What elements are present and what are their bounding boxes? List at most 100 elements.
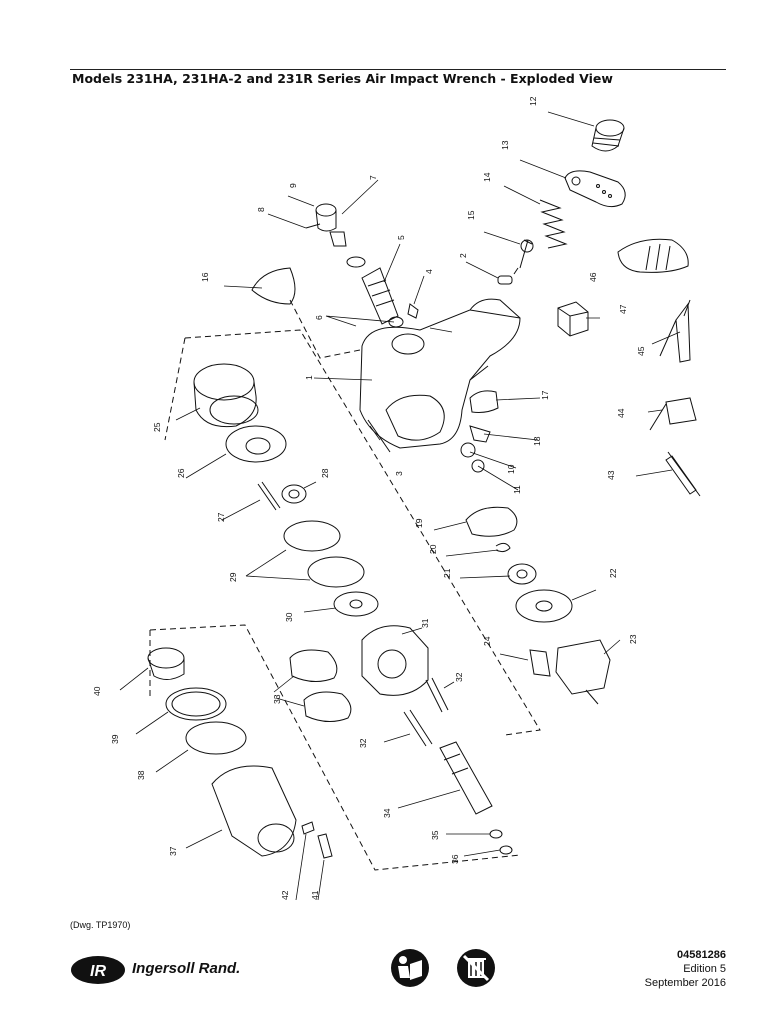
- part-32-pin-right: [425, 677, 449, 713]
- part-label-17: 17: [540, 390, 550, 400]
- part-label-32: 32: [454, 672, 464, 682]
- part-label-26: 26: [176, 468, 186, 478]
- part-16-label: [251, 267, 296, 305]
- part-30-washer: [333, 591, 379, 617]
- part-label-31: 31: [420, 618, 430, 628]
- part-20-spring: [495, 542, 511, 553]
- assembly-outline-lower: [149, 624, 521, 871]
- part-44-oil-bottle: [649, 397, 697, 431]
- part-label-2: 2: [458, 253, 468, 258]
- part-label-24: 24: [482, 636, 492, 646]
- part-12-inlet-bushing: [591, 119, 625, 152]
- part-40-bushing: [147, 647, 185, 680]
- part-35-o-ring: [489, 829, 503, 839]
- part-18-pin: [469, 425, 491, 443]
- part-label-7: 7: [368, 175, 378, 180]
- page-title: Models 231HA, 231HA-2 and 231R Series Ai…: [72, 71, 613, 86]
- part-15-throttle-valve: [513, 239, 533, 275]
- part-label-32: 32: [358, 738, 368, 748]
- part-label-34: 34: [382, 808, 392, 818]
- document-info: 04581286 Edition 5 September 2016: [645, 948, 726, 990]
- part-label-43: 43: [606, 470, 616, 480]
- part-4-screw: [407, 303, 419, 319]
- part-label-44: 44: [616, 408, 626, 418]
- part-label-33: 33: [272, 694, 282, 704]
- part-26-end-plate: [225, 425, 287, 463]
- part-45-grease-gun: [659, 299, 691, 363]
- part-14-spring: [539, 199, 568, 249]
- part-7-valve-bushing: [315, 203, 337, 232]
- part-9-screw: [329, 231, 347, 247]
- no-trash-bin-icon: [456, 948, 496, 988]
- part-29-ring-lower: [307, 556, 365, 588]
- part-11-bushing: [471, 459, 485, 473]
- part-39-gasket: [165, 687, 227, 721]
- drawing-reference: (Dwg. TP1970): [70, 920, 131, 930]
- part-3-gasket: [367, 419, 391, 453]
- assembly-outline-left: [149, 337, 186, 700]
- part-label-41: 41: [310, 890, 320, 900]
- part-22-end-plate: [515, 589, 573, 623]
- part-33-hammer-lower: [303, 691, 352, 722]
- part-label-6: 6: [314, 315, 324, 320]
- part-46-handle-grip: [617, 238, 689, 273]
- part-6-o-ring-upper: [346, 256, 366, 268]
- part-24-vane: [529, 649, 551, 677]
- part-label-20: 20: [428, 544, 438, 554]
- part-label-36: 36: [450, 854, 460, 864]
- part-label-25: 25: [152, 422, 162, 432]
- part-38-o-ring: [185, 721, 247, 755]
- part-1-motor-housing: [359, 298, 521, 449]
- part-label-18: 18: [532, 436, 542, 446]
- part-label-1: 1: [304, 375, 314, 380]
- part-28-bearing: [281, 484, 307, 504]
- leader-lines: [119, 111, 681, 901]
- part-label-35: 35: [430, 830, 440, 840]
- part-label-10: 10: [506, 464, 516, 474]
- part-label-5: 5: [396, 235, 406, 240]
- part-8-pin: [305, 223, 321, 229]
- part-label-12: 12: [528, 96, 538, 106]
- assembly-outline-part16: [289, 299, 361, 359]
- document-number: 04581286: [677, 949, 726, 961]
- part-label-42: 42: [280, 890, 290, 900]
- part-label-27: 27: [216, 512, 226, 522]
- part-27-pin: [257, 481, 281, 511]
- part-41-screw: [317, 833, 333, 859]
- part-21-bearing: [507, 563, 537, 585]
- part-label-29: 29: [228, 572, 238, 582]
- part-label-40: 40: [92, 686, 102, 696]
- brand-name: Ingersoll Rand.: [132, 960, 241, 977]
- ingersoll-rand-logo: IR: [71, 956, 125, 984]
- part-23-rotor: [555, 639, 611, 705]
- part-label-39: 39: [110, 734, 120, 744]
- part-17-trigger: [469, 390, 499, 413]
- part-31-hammer-frame: [361, 625, 429, 696]
- part-34-anvil: [439, 741, 493, 815]
- part-25-cylinder: [193, 363, 259, 428]
- part-label-16: 16: [200, 272, 210, 282]
- part-label-4: 4: [424, 269, 434, 274]
- part-label-23: 23: [628, 634, 638, 644]
- part-label-11: 11: [512, 485, 522, 494]
- part-label-37: 37: [168, 846, 178, 856]
- part-33-hammer-upper: [289, 649, 338, 682]
- part-29-ring-upper: [283, 520, 341, 552]
- part-label-28: 28: [320, 468, 330, 478]
- part-label-38: 38: [136, 770, 146, 780]
- part-label-46: 46: [588, 272, 598, 282]
- part-32-pin-left: [403, 709, 433, 747]
- part-36-retainer: [499, 845, 513, 855]
- part-43-grease-syringe: [665, 451, 701, 497]
- part-13-exhaust-plate: [564, 170, 626, 208]
- read-manual-icon: [390, 948, 430, 988]
- part-label-13: 13: [500, 140, 510, 150]
- part-42-washer: [301, 821, 315, 835]
- part-47-cube: [557, 301, 589, 337]
- title-rule: [70, 69, 726, 70]
- part-2-seal: [497, 275, 513, 285]
- part-label-22: 22: [608, 568, 618, 578]
- svg-text:IR: IR: [90, 963, 106, 980]
